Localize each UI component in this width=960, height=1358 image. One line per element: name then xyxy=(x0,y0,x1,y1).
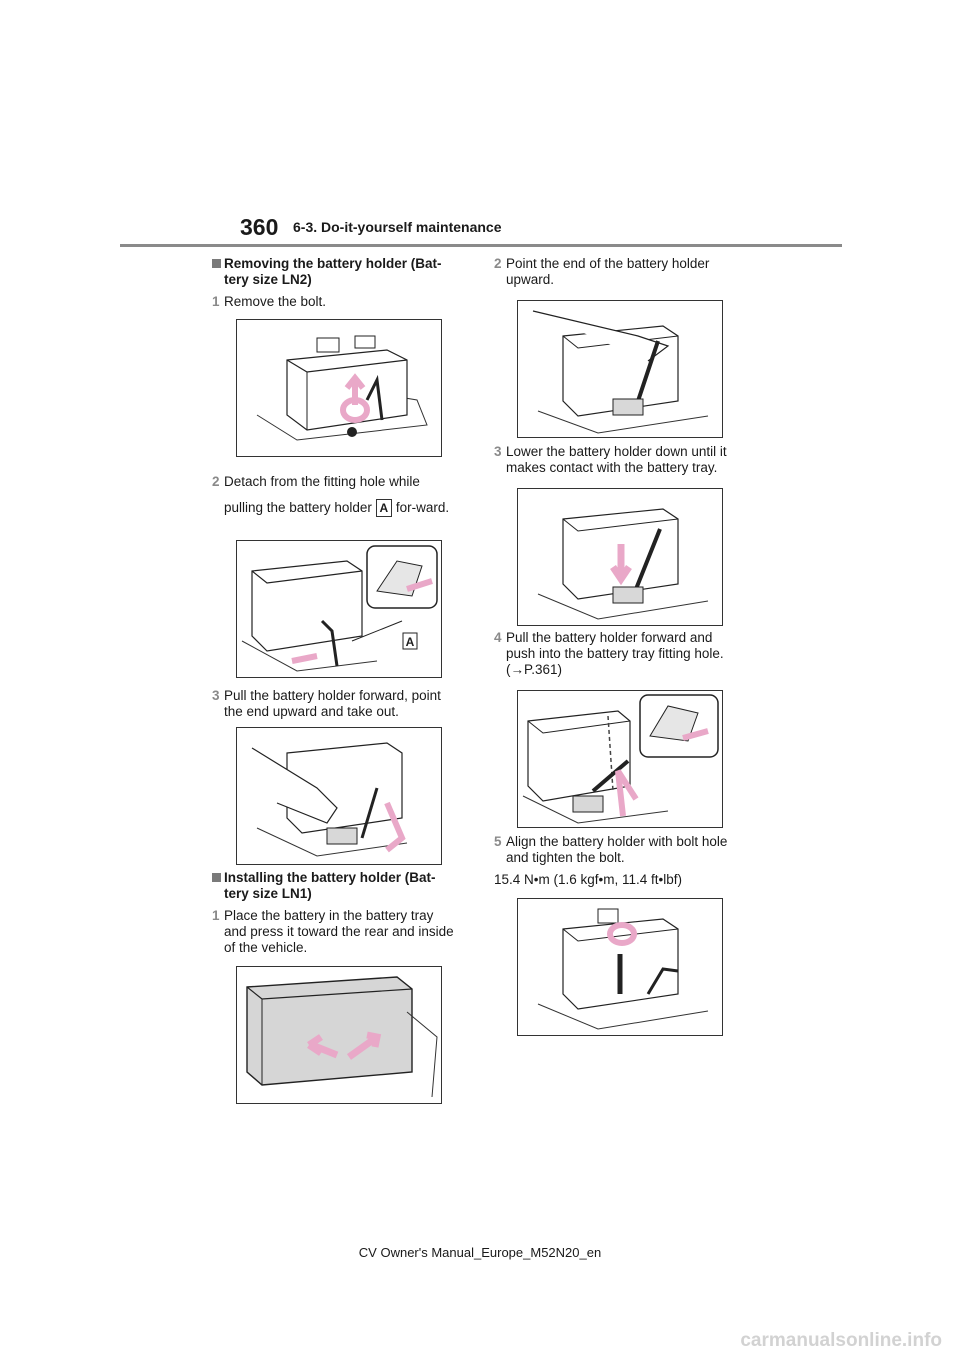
figure-tighten-bolt xyxy=(517,898,723,1036)
remove-heading: Removing the battery holder (Bat-tery si… xyxy=(212,256,457,288)
figure-detach-holder: A xyxy=(236,540,442,678)
figure-point-holder-up xyxy=(517,300,723,438)
torque-spec: 15.4 N•m (1.6 kgf•m, 11.4 ft•lbf) xyxy=(494,872,682,887)
header-rule xyxy=(120,244,842,247)
footer-manual-id: CV Owner's Manual_Europe_M52N20_en xyxy=(358,1245,602,1260)
watermark: carmanualsonline.info xyxy=(740,1330,942,1351)
left-column: Removing the battery holder (Bat-tery si… xyxy=(212,256,457,310)
install-section: Installing the battery holder (Bat-tery … xyxy=(212,870,457,956)
label-a-badge: A xyxy=(375,499,392,518)
torque-spec-block: 15.4 N•m (1.6 kgf•m, 11.4 ft•lbf) xyxy=(494,872,754,888)
section-title: 6-3. Do-it-yourself maintenance xyxy=(293,219,502,235)
figure-place-battery xyxy=(236,966,442,1104)
figure-label-a: A xyxy=(406,635,415,649)
page-number: 360 xyxy=(240,214,279,240)
square-bullet-icon xyxy=(212,259,221,268)
square-bullet-icon xyxy=(212,873,221,882)
figure-take-out-holder xyxy=(236,727,442,865)
figure-push-holder xyxy=(517,690,723,828)
install-heading: Installing the battery holder (Bat-tery … xyxy=(212,870,457,902)
figure-remove-bolt xyxy=(236,319,442,457)
figure-lower-holder xyxy=(517,488,723,626)
